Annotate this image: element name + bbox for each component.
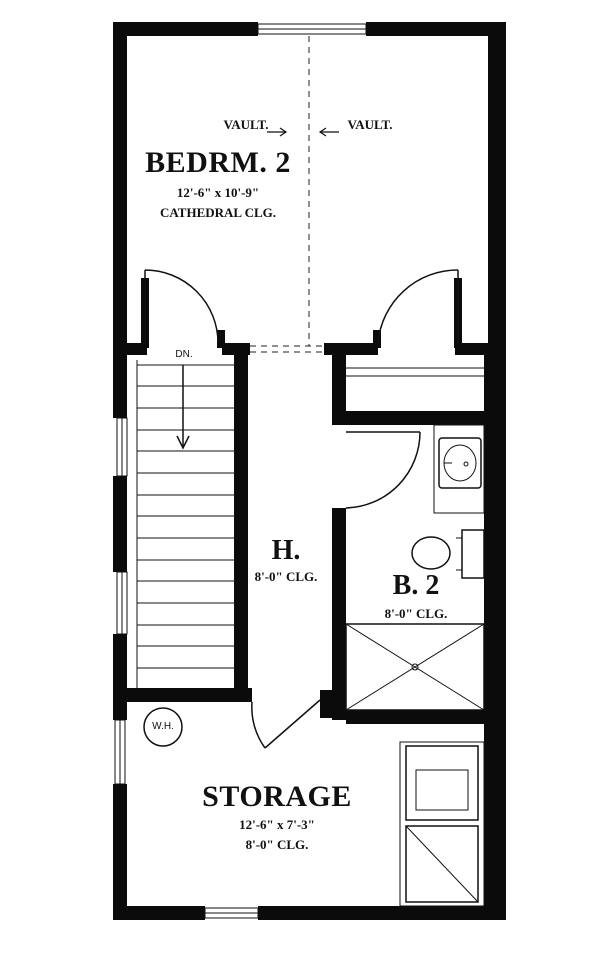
bedroom-name: BEDRM. 2 — [145, 146, 291, 179]
bath-ceiling: 8'-0" CLG. — [384, 606, 448, 621]
water-heater — [143, 707, 183, 747]
vault-label-right: VAULT. — [347, 117, 393, 132]
vault-arrow-right-icon — [267, 127, 288, 137]
bedroom-ceiling: CATHEDRAL CLG. — [159, 205, 277, 220]
bedroom-doors — [144, 269, 459, 344]
stairs-down-label: DN. — [175, 349, 193, 360]
vault-label-left: VAULT. — [223, 117, 269, 132]
bedroom-dimensions: 12'-6" x 10'-9" — [176, 185, 260, 200]
stair-treads — [136, 360, 234, 688]
windows — [114, 23, 367, 919]
storage-name: STORAGE — [202, 780, 352, 813]
storage-door — [251, 699, 321, 749]
bath-shower — [345, 623, 485, 711]
storage-dimensions: 12'-6" x 7'-3" — [239, 817, 315, 832]
bath-door — [345, 431, 421, 509]
bedroom-south-walls — [127, 278, 488, 355]
laundry-appliances — [399, 741, 485, 907]
exterior-walls — [113, 22, 506, 920]
hall-ceiling: 8'-0" CLG. — [254, 569, 318, 584]
bath-toilet — [411, 529, 485, 579]
interior-walls — [320, 343, 484, 724]
stair-walls — [123, 355, 252, 702]
water-heater-label: W.H. — [152, 721, 174, 732]
bath-name: B. 2 — [392, 570, 440, 601]
hall-name: H. — [271, 535, 301, 566]
bath-sink — [433, 424, 485, 514]
storage-ceiling: 8'-0" CLG. — [245, 837, 309, 852]
vault-arrow-left-icon — [318, 127, 339, 137]
